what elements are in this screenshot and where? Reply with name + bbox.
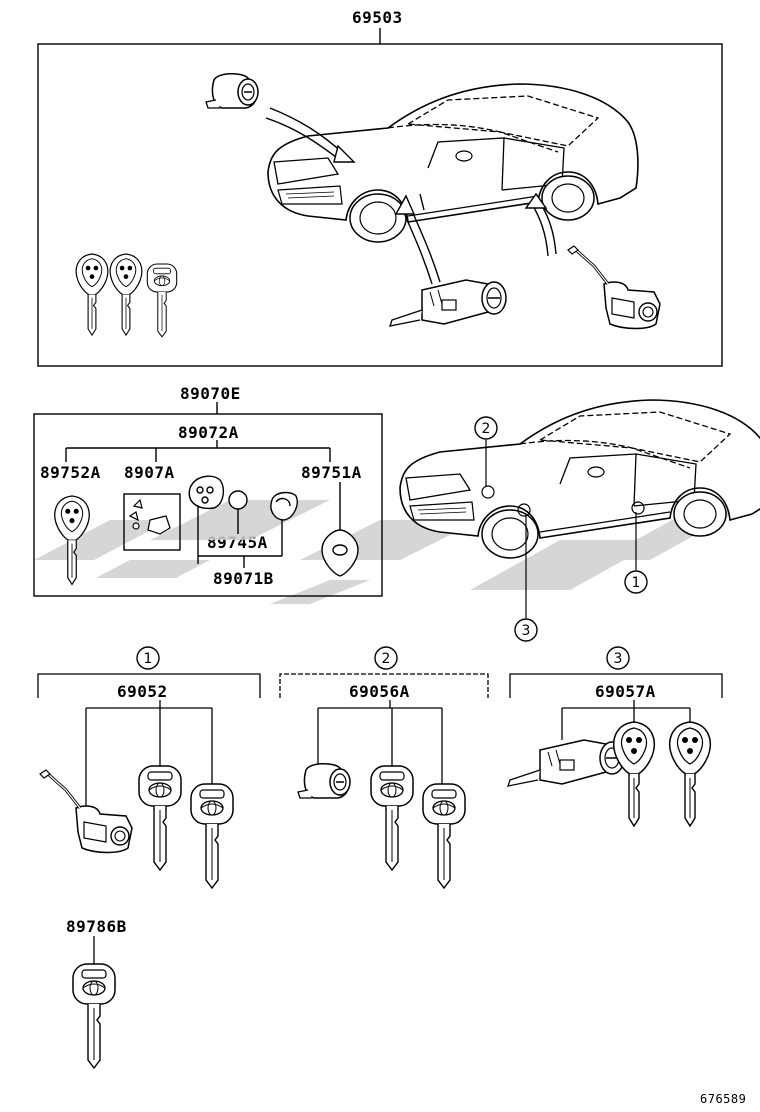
part-label-89072A: 89072A bbox=[178, 423, 239, 442]
key-69056A-b bbox=[422, 783, 466, 889]
part-label-69056A: 69056A bbox=[349, 682, 410, 701]
transmitter-89751A bbox=[321, 529, 359, 577]
part-label-89070E: 89070E bbox=[180, 384, 241, 403]
callout-2-right-text: 2 bbox=[482, 421, 491, 437]
car-illustration-top bbox=[267, 83, 639, 243]
fob-case-89072A bbox=[188, 475, 225, 510]
callout-3-bottom-text: 3 bbox=[614, 651, 623, 667]
door-lock-cylinder-69056A bbox=[297, 762, 351, 799]
car-illustration-right bbox=[399, 399, 760, 559]
fob-shell-89072A bbox=[270, 491, 298, 521]
part-label-89752A: 89752A bbox=[40, 463, 101, 482]
key-89786B bbox=[72, 963, 116, 1069]
door-lock-top bbox=[566, 244, 662, 330]
part-label-69503: 69503 bbox=[352, 8, 403, 27]
callout-2-bottom-text: 2 bbox=[382, 651, 391, 667]
callout-1-bottom-text: 1 bbox=[144, 651, 153, 667]
set-box-69503 bbox=[37, 28, 723, 367]
part-label-89786B: 89786B bbox=[66, 917, 127, 936]
key-69057A-a bbox=[613, 721, 655, 827]
group-brackets-bottom bbox=[37, 673, 723, 812]
key-69057A-b bbox=[669, 721, 711, 827]
key-69056A-a bbox=[370, 765, 414, 871]
ignition-switch-69057A bbox=[507, 739, 625, 787]
diagram-id: 676589 bbox=[700, 1092, 747, 1106]
callout-lines-right bbox=[481, 440, 645, 618]
arrows-top bbox=[265, 107, 557, 285]
door-lock-cylinder-top bbox=[205, 72, 259, 109]
part-label-69052: 69052 bbox=[117, 682, 168, 701]
set-box-89070E bbox=[33, 402, 383, 597]
battery-89745A bbox=[228, 490, 248, 510]
part-label-69057A: 69057A bbox=[595, 682, 656, 701]
callout-3-right-text: 3 bbox=[522, 623, 531, 639]
part-label-89751A: 89751A bbox=[301, 463, 362, 482]
part-label-89071B: 89071B bbox=[213, 569, 274, 588]
part-label-8907A: 8907A bbox=[124, 463, 175, 482]
key-69052-b bbox=[190, 783, 234, 889]
ignition-switch-top bbox=[389, 279, 507, 327]
callout-1-right-text: 1 bbox=[632, 575, 641, 591]
part-8907A-screws bbox=[128, 498, 171, 535]
key-69052-a bbox=[138, 765, 182, 871]
keys-top bbox=[75, 253, 178, 338]
